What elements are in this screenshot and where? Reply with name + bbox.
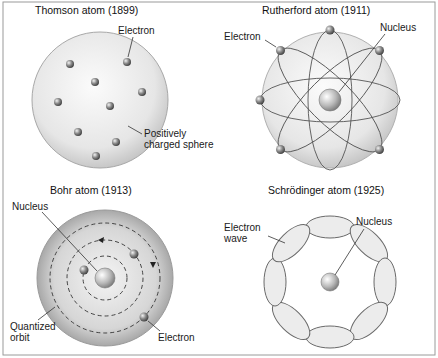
part-label: Electron (118, 25, 155, 36)
part-label: Electron wave (224, 222, 270, 244)
part-label: Electron (158, 332, 195, 343)
part-label: Positively charged sphere (144, 128, 216, 150)
rutherford-atom (256, 26, 401, 171)
part-label: Nucleus (12, 201, 48, 212)
outer-frame (3, 2, 435, 355)
bohr-atom (37, 210, 173, 346)
part-label: Nucleus (356, 216, 392, 227)
schrodinger-atom (264, 216, 396, 348)
model-title: Rutherford atom (1911) (262, 5, 370, 16)
model-title: Bohr atom (1913) (50, 185, 132, 196)
model-title: Schrödinger atom (1925) (268, 185, 384, 196)
part-label: Electron (224, 31, 261, 42)
model-title: Thomson atom (1899) (35, 5, 138, 16)
part-label: Nucleus (380, 22, 416, 33)
part-label: Quantized orbit (10, 321, 64, 343)
